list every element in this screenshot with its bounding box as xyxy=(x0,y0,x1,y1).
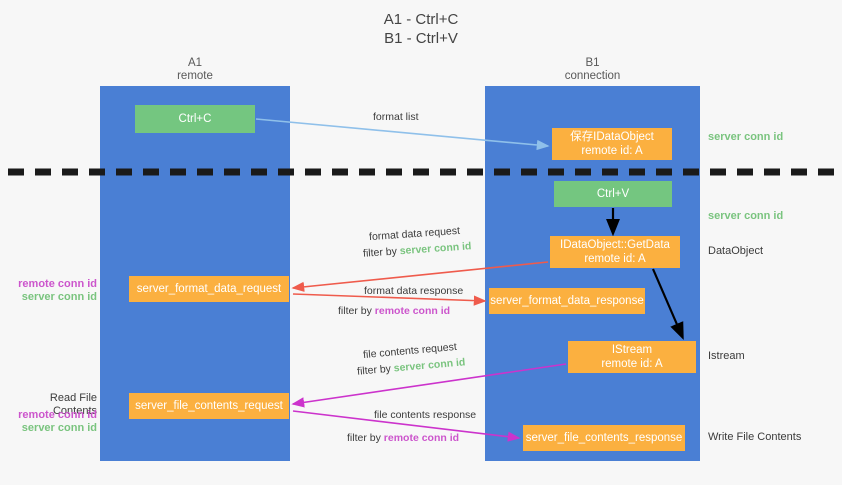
annotation-remote-conn-id-upper: remote conn id xyxy=(18,278,97,290)
page-title: A1 - Ctrl+C B1 - Ctrl+V xyxy=(0,10,842,48)
annotation-server-conn-id-lower: server conn id xyxy=(21,422,97,434)
edge-label-format-list-text: format list xyxy=(373,111,419,123)
edge-label-format-list: format list xyxy=(373,111,419,124)
node-sfcresp-label: server_file_contents_response xyxy=(525,432,683,444)
lane-header-a1: A1 remote xyxy=(100,57,290,83)
annotation-dataobject: DataObject xyxy=(708,245,764,257)
edge-label-format-data-request-text: format data request xyxy=(368,224,461,244)
annotation-write-file-contents: Write File Contents xyxy=(708,431,802,443)
edge-filter-fcreq-value: server conn id xyxy=(393,356,466,375)
node-istream-line1: IStream xyxy=(611,344,653,356)
edge-label-file-contents-response: file contents response xyxy=(374,409,476,422)
node-getdata-line1: IDataObject::GetData xyxy=(560,239,670,251)
node-ctrl-c[interactable]: Ctrl+C xyxy=(135,105,255,133)
edge-filter-fcresp-prefix: filter by xyxy=(347,432,384,444)
title-line-2: B1 - Ctrl+V xyxy=(384,30,458,47)
node-server-file-contents-request[interactable]: server_file_contents_request xyxy=(129,393,289,419)
edge-label-format-data-response-text: format data response xyxy=(364,285,464,297)
edge-filter-fdreq-value: server conn id xyxy=(399,240,472,258)
edge-filter-format-data-response: filter by remote conn id xyxy=(338,305,450,318)
edge-filter-file-contents-response: filter by remote conn id xyxy=(347,432,459,445)
node-ctrl-c-label: Ctrl+C xyxy=(178,113,212,125)
annotation-istream: Istream xyxy=(708,350,745,362)
annotation-server-conn-id-mid: server conn id xyxy=(708,210,784,222)
lane-header-b1: B1 connection xyxy=(485,57,700,83)
node-server-format-data-response[interactable]: server_format_data_response xyxy=(489,288,645,314)
annotation-remote-conn-id-lower: remote conn id xyxy=(18,409,97,421)
lane-b1-role: connection xyxy=(564,70,621,82)
node-sfdreq-label: server_format_data_request xyxy=(136,283,282,295)
node-server-format-data-request[interactable]: server_format_data_request xyxy=(129,276,289,302)
node-ctrl-v-label: Ctrl+V xyxy=(596,188,630,200)
edge-label-file-contents-response-text: file contents response xyxy=(374,409,477,421)
edge-filter-fdresp-prefix: filter by xyxy=(338,305,375,317)
node-idataobject-getdata[interactable]: IDataObject::GetData remote id: A xyxy=(550,236,680,268)
node-sfdresp-label: server_format_data_response xyxy=(490,295,644,307)
node-save-idataobject[interactable]: 保存IDataObject remote id: A xyxy=(552,128,672,160)
edge-filter-fcresp-value: remote conn id xyxy=(383,432,460,444)
node-istream[interactable]: IStream remote id: A xyxy=(568,341,696,373)
annotation-conn-ids-upper: remote conn id server conn id xyxy=(5,278,97,304)
annotation-conn-ids-lower: remote conn id server conn id xyxy=(5,409,97,435)
edge-filter-fdreq-prefix: filter by xyxy=(362,245,401,260)
edge-label-format-data-response: format data response xyxy=(364,285,463,298)
node-ctrl-v[interactable]: Ctrl+V xyxy=(554,181,672,207)
node-getdata-line2: remote id: A xyxy=(584,253,646,265)
node-save-idataobject-line1: 保存IDataObject xyxy=(570,131,654,143)
edge-filter-fcreq-prefix: filter by xyxy=(356,362,395,378)
node-server-file-contents-response[interactable]: server_file_contents_response xyxy=(523,425,685,451)
lane-b1-name: B1 xyxy=(585,57,600,69)
node-sfcreq-label: server_file_contents_request xyxy=(135,400,283,412)
annotation-server-conn-id-top: server conn id xyxy=(708,131,784,143)
node-save-idataobject-line2: remote id: A xyxy=(581,145,643,157)
annotation-read-file-contents: Read File Contents xyxy=(49,392,97,417)
annotation-server-conn-id-upper: server conn id xyxy=(21,291,97,303)
lane-a1-role: remote xyxy=(177,70,213,82)
node-istream-line2: remote id: A xyxy=(601,358,663,370)
title-line-1: A1 - Ctrl+C xyxy=(383,11,459,28)
edge-filter-fdresp-value: remote conn id xyxy=(374,305,451,317)
lane-a1-name: A1 xyxy=(187,57,203,69)
